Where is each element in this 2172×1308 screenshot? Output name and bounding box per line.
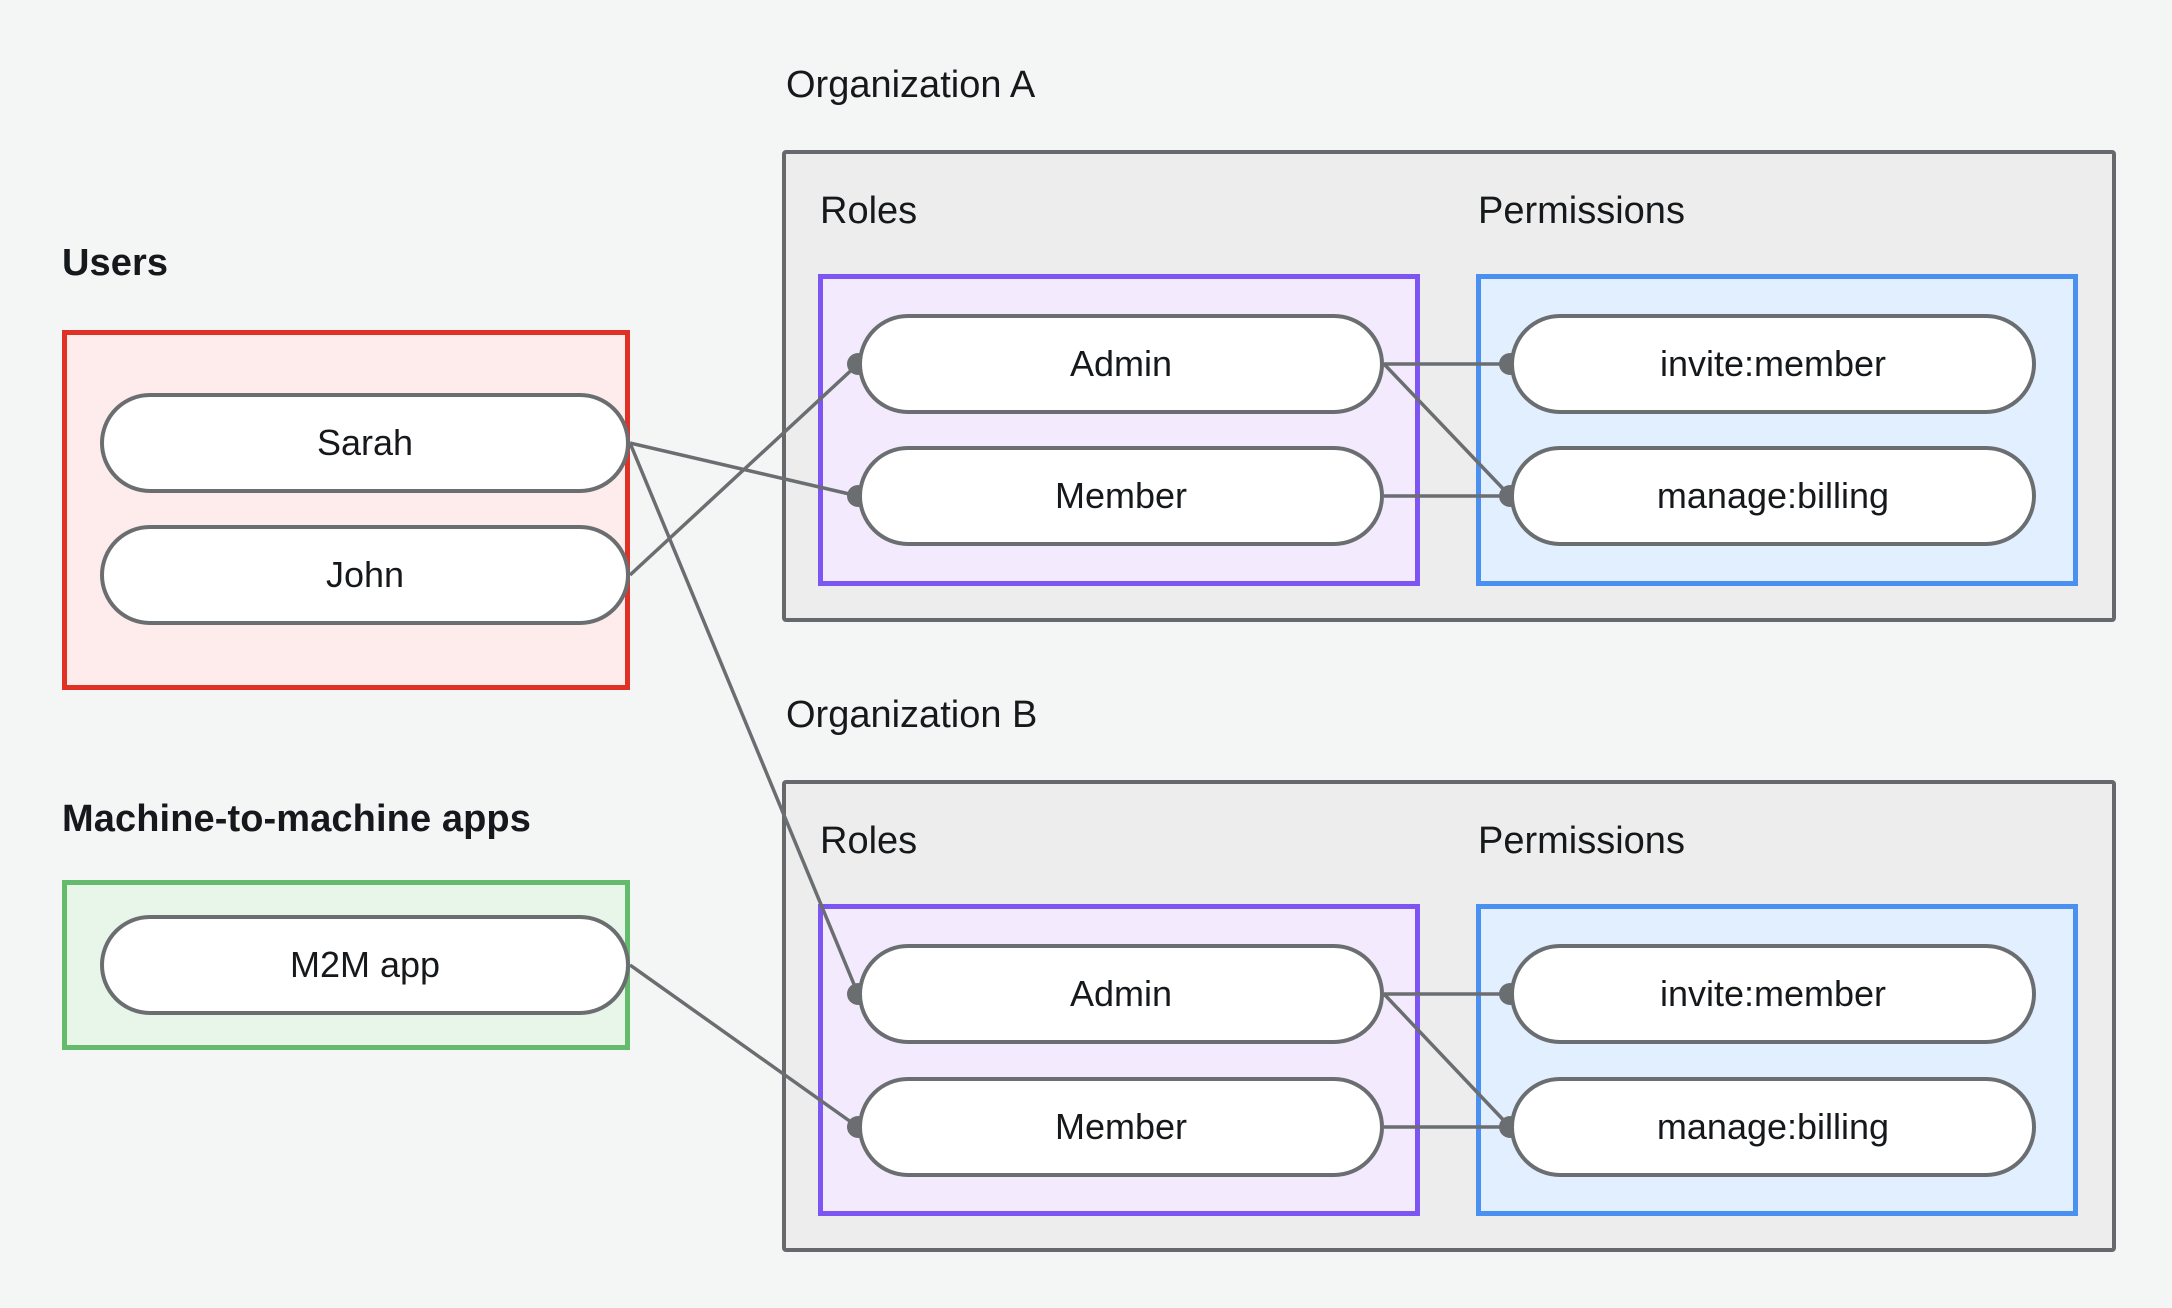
m2m-group-label: Machine-to-machine apps	[62, 798, 531, 840]
organization-b-permission-invite-member[interactable]: invite:member	[1510, 944, 2036, 1044]
m2m-node-app[interactable]: M2M app	[100, 915, 630, 1015]
organization-a-role-member[interactable]: Member	[858, 446, 1384, 546]
organization-b-label: Organization B	[786, 694, 1038, 736]
organization-b-role-member[interactable]: Member	[858, 1077, 1384, 1177]
organization-a-permission-manage-billing[interactable]: manage:billing	[1510, 446, 2036, 546]
organization-b-permissions-heading: Permissions	[1478, 820, 1685, 862]
organization-b-roles-heading: Roles	[820, 820, 918, 862]
organization-a-permissions-heading: Permissions	[1478, 190, 1685, 232]
user-node-john[interactable]: John	[100, 525, 630, 625]
organization-a-label: Organization A	[786, 64, 1036, 106]
organization-b-role-admin[interactable]: Admin	[858, 944, 1384, 1044]
organization-a-role-admin[interactable]: Admin	[858, 314, 1384, 414]
organization-b-permission-manage-billing[interactable]: manage:billing	[1510, 1077, 2036, 1177]
users-group-label: Users	[62, 242, 169, 284]
user-node-sarah[interactable]: Sarah	[100, 393, 630, 493]
organization-a-permission-invite-member[interactable]: invite:member	[1510, 314, 2036, 414]
users-group-box	[62, 330, 630, 690]
organization-a-roles-heading: Roles	[820, 190, 918, 232]
